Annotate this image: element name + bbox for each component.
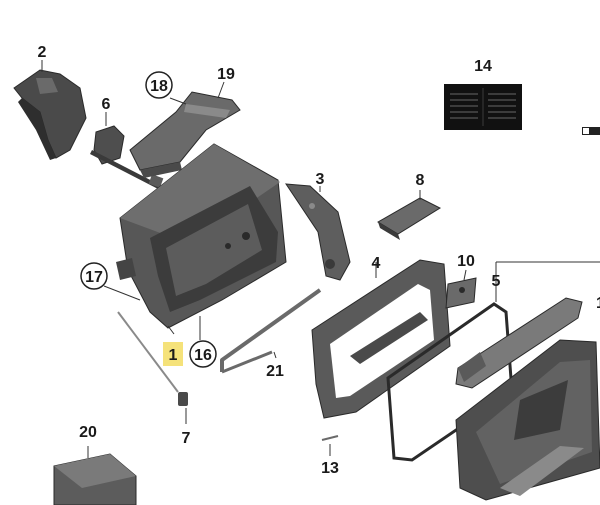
label-20[interactable]: 20 [79, 424, 97, 441]
label-13[interactable]: 13 [321, 460, 339, 477]
label-3[interactable]: 3 [316, 171, 325, 188]
part-2-shape[interactable] [13, 69, 87, 160]
label-10[interactable]: 10 [457, 253, 475, 270]
part-16-circle [189, 340, 217, 368]
part-1-shape[interactable] [116, 143, 287, 329]
part-17-circle [80, 262, 108, 290]
label-7[interactable]: 7 [182, 430, 191, 447]
label-1[interactable]: 1 [169, 347, 178, 364]
label-14[interactable]: 14 [474, 58, 492, 75]
label-6[interactable]: 6 [102, 96, 111, 113]
label-16[interactable]: 16 [194, 347, 212, 364]
part-4-shape[interactable] [311, 259, 451, 419]
part-20-shape[interactable] [53, 453, 137, 505]
part-1-highlight [163, 342, 183, 366]
label-4[interactable]: 4 [372, 255, 381, 272]
label-cut-1[interactable]: 1 [596, 295, 600, 312]
part-13-shape[interactable] [321, 435, 339, 441]
label-21[interactable]: 21 [266, 363, 284, 380]
part-3-shape[interactable] [285, 183, 351, 281]
label-8[interactable]: 8 [416, 172, 425, 189]
part-21-shape[interactable] [220, 288, 322, 374]
seal-strip-shape[interactable] [500, 446, 584, 496]
part-8-shape[interactable] [377, 197, 442, 240]
part-14-shape [444, 84, 522, 130]
part-18-circle [145, 71, 173, 99]
label-18[interactable]: 18 [150, 78, 168, 95]
part-10-shape[interactable] [445, 277, 477, 309]
part-7-shape[interactable] [117, 311, 188, 406]
handle-shape[interactable] [455, 297, 583, 389]
label-19[interactable]: 19 [217, 66, 235, 83]
part-19-shape[interactable] [129, 91, 241, 178]
corner-tag [582, 127, 600, 135]
part-6-shape[interactable] [90, 125, 164, 190]
label-2[interactable]: 2 [38, 44, 47, 61]
label-5[interactable]: 5 [492, 273, 501, 290]
label-17[interactable]: 17 [85, 269, 103, 286]
